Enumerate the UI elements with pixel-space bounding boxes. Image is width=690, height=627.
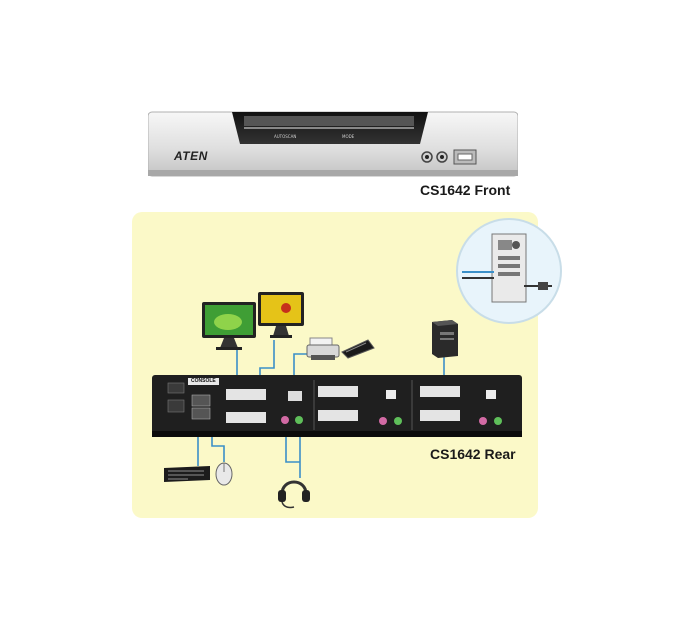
rear-panel bbox=[152, 375, 522, 437]
front-brand-logo: ATEN bbox=[174, 149, 208, 163]
pc-back-magnifier bbox=[456, 218, 562, 324]
front-label-autoscan: AUTOSCAN bbox=[274, 134, 297, 139]
computer-tower-icon bbox=[432, 320, 458, 358]
front-unit-drawing bbox=[147, 111, 519, 177]
printer-icon bbox=[306, 337, 340, 360]
headset-icon bbox=[278, 480, 310, 509]
rear-caption: CS1642 Rear bbox=[430, 446, 516, 462]
rear-console-label: CONSOLE bbox=[188, 378, 219, 385]
mouse-icon bbox=[215, 462, 233, 486]
usb-drive-icon bbox=[341, 339, 375, 359]
front-label-mode: MODE bbox=[342, 134, 355, 139]
monitor-icon bbox=[202, 302, 256, 350]
front-unit: ATEN AUTOSCAN MODE bbox=[147, 110, 519, 178]
front-caption: CS1642 Front bbox=[420, 182, 511, 198]
keyboard-icon bbox=[164, 466, 210, 482]
monitor-icon bbox=[258, 292, 304, 338]
